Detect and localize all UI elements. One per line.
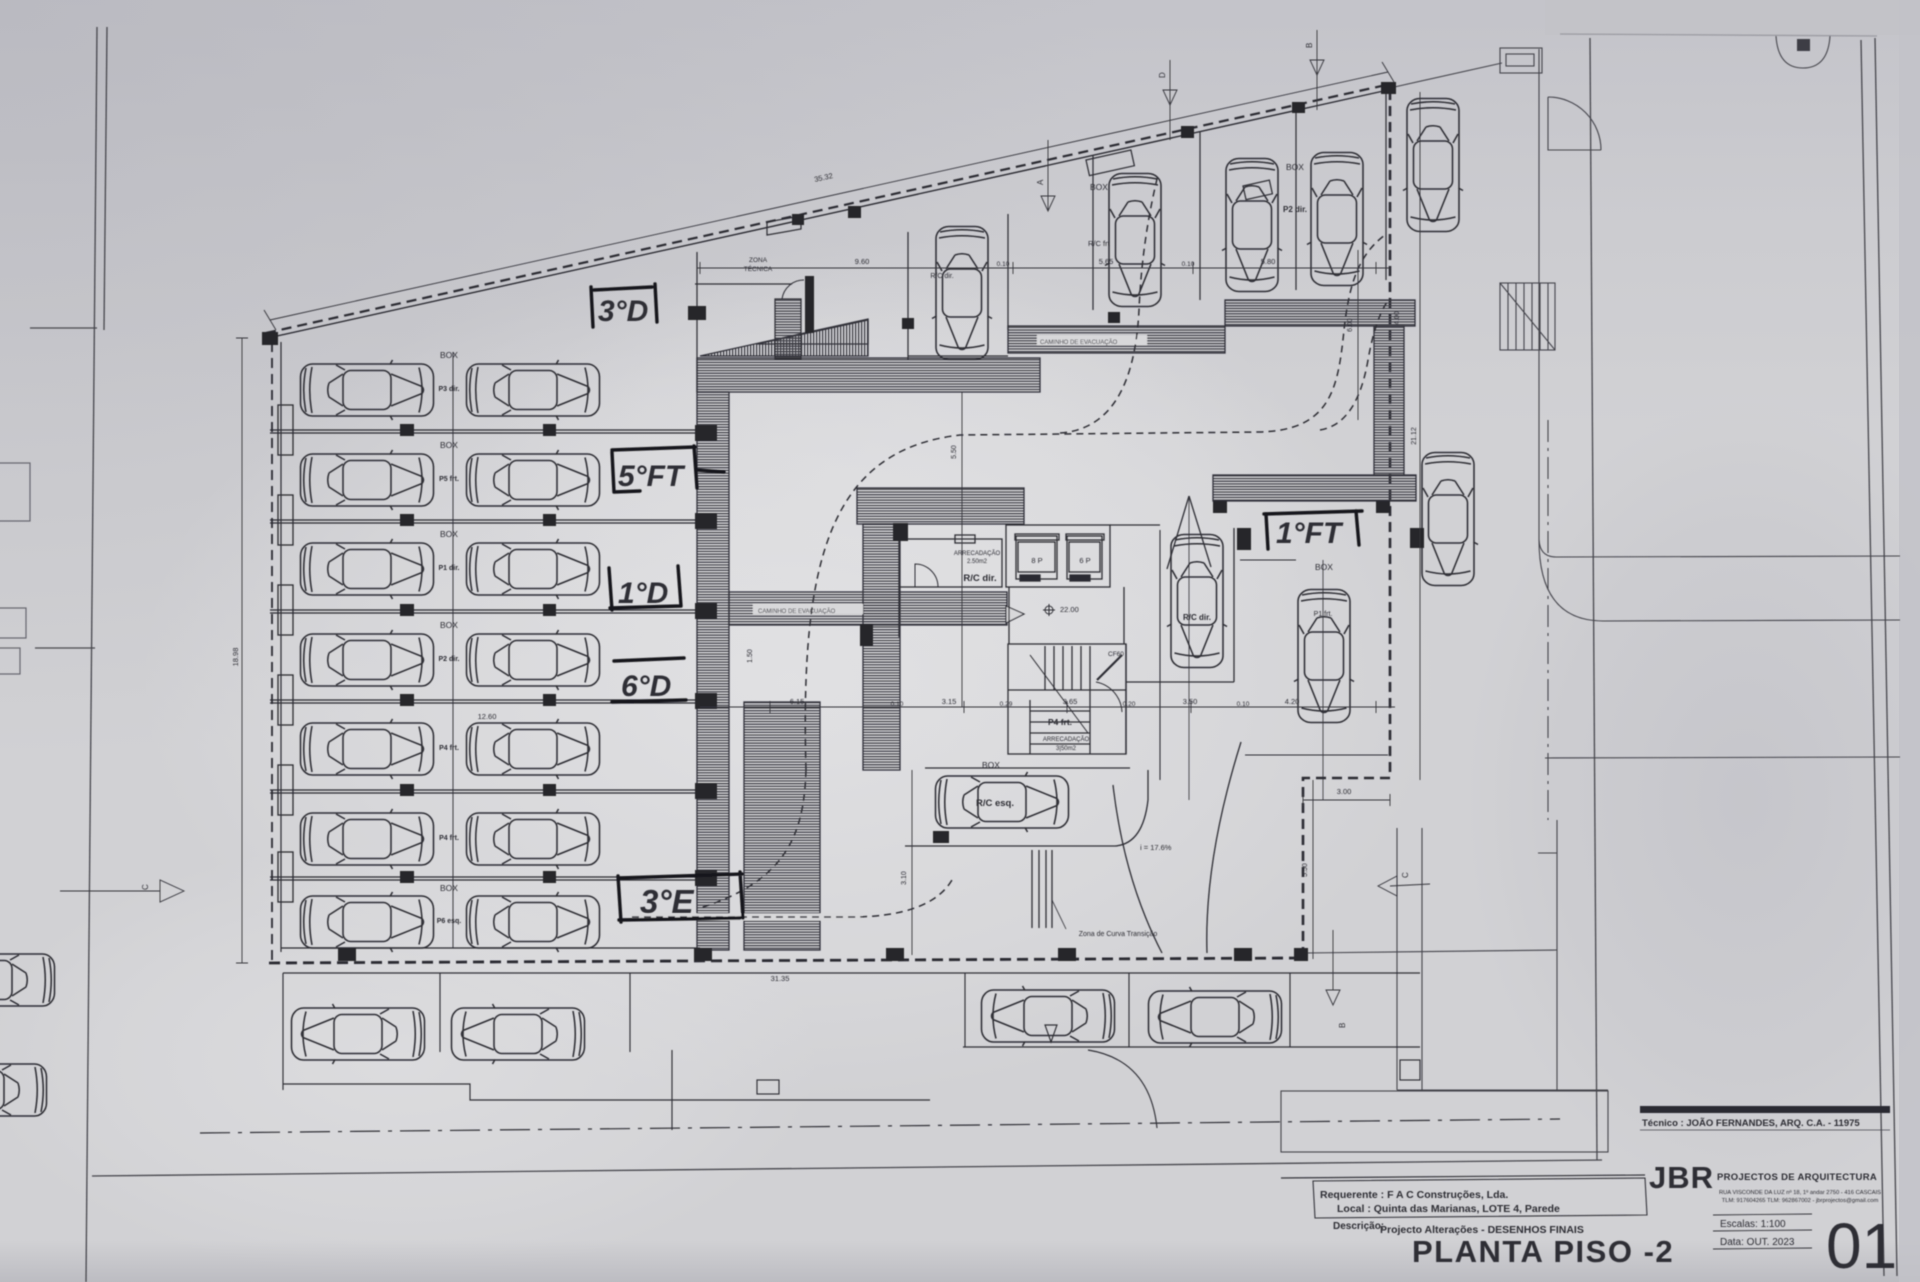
svg-text:BOX: BOX bbox=[440, 883, 458, 893]
svg-text:0.10: 0.10 bbox=[1237, 701, 1250, 708]
svg-text:P2 dir.: P2 dir. bbox=[1283, 205, 1307, 214]
svg-text:P5 frt.: P5 frt. bbox=[439, 476, 459, 483]
svg-text:ARRECADAÇÃO: ARRECADAÇÃO bbox=[1043, 736, 1090, 743]
svg-text:P4 frt.: P4 frt. bbox=[439, 745, 459, 752]
svg-text:5°FT: 5°FT bbox=[618, 460, 686, 493]
svg-text:3.00: 3.00 bbox=[1337, 787, 1352, 796]
svg-text:Data: OUT. 2023: Data: OUT. 2023 bbox=[1720, 1237, 1795, 1248]
svg-text:JBR: JBR bbox=[1649, 1160, 1714, 1195]
svg-text:Técnico : JOÃO FERNANDES, ARQ.: Técnico : JOÃO FERNANDES, ARQ. C.A. - 11… bbox=[1642, 1118, 1860, 1129]
svg-text:3°D: 3°D bbox=[598, 295, 648, 328]
svg-text:3|50m2: 3|50m2 bbox=[1056, 746, 1077, 752]
svg-text:ARRECADAÇÃO: ARRECADAÇÃO bbox=[954, 550, 1001, 557]
svg-text:31.35: 31.35 bbox=[771, 974, 790, 983]
svg-text:4.00: 4.00 bbox=[1394, 311, 1401, 325]
svg-text:BOX: BOX bbox=[440, 440, 458, 450]
svg-text:Zona de Curva Transição: Zona de Curva Transição bbox=[1079, 931, 1158, 938]
svg-text:22.00: 22.00 bbox=[1060, 605, 1079, 614]
svg-text:2.50m2: 2.50m2 bbox=[967, 559, 988, 565]
svg-text:0.29: 0.29 bbox=[1000, 701, 1013, 708]
svg-text:BOX: BOX bbox=[440, 529, 458, 539]
svg-text:B: B bbox=[1338, 1023, 1347, 1028]
svg-text:PLANTA PISO -2: PLANTA PISO -2 bbox=[1412, 1234, 1674, 1269]
svg-text:1°FT: 1°FT bbox=[1276, 517, 1344, 550]
svg-text:RUA VISCONDE DA LUZ nº 18, 1º: RUA VISCONDE DA LUZ nº 18, 1º andar 2750… bbox=[1719, 1189, 1881, 1196]
svg-text:3.50: 3.50 bbox=[1183, 697, 1198, 706]
svg-text:i = 17.6%: i = 17.6% bbox=[1140, 843, 1172, 852]
svg-text:TÉCNICA: TÉCNICA bbox=[744, 264, 773, 273]
svg-text:CF60: CF60 bbox=[1108, 651, 1124, 658]
svg-text:BOX: BOX bbox=[1090, 182, 1108, 192]
svg-text:5.65: 5.65 bbox=[1099, 257, 1114, 266]
svg-text:ZONA: ZONA bbox=[749, 257, 768, 264]
svg-text:TLM: 917604265 TLM: 962867002: TLM: 917604265 TLM: 962867002 - jbrproje… bbox=[1722, 1198, 1879, 1204]
svg-text:21.12: 21.12 bbox=[1411, 427, 1418, 445]
svg-text:9.60: 9.60 bbox=[855, 257, 870, 266]
svg-text:1°D: 1°D bbox=[618, 577, 668, 610]
svg-text:P1 dir.: P1 dir. bbox=[438, 565, 459, 572]
svg-text:P2 dir.: P2 dir. bbox=[438, 656, 459, 663]
svg-text:Projecto Alterações - DESENHOS: Projecto Alterações - DESENHOS FINAIS bbox=[1380, 1224, 1584, 1236]
svg-text:6°D: 6°D bbox=[621, 670, 671, 703]
svg-text:6.00: 6.00 bbox=[1347, 318, 1354, 332]
svg-text:0.20: 0.20 bbox=[1123, 701, 1136, 708]
svg-text:PROJECTOS DE ARQUITECTURA: PROJECTOS DE ARQUITECTURA bbox=[1717, 1172, 1877, 1183]
svg-text:12.60: 12.60 bbox=[478, 712, 497, 721]
svg-text:C: C bbox=[141, 884, 150, 890]
svg-text:3.15: 3.15 bbox=[942, 697, 957, 706]
svg-text:0.10: 0.10 bbox=[997, 261, 1010, 268]
svg-text:C: C bbox=[1401, 872, 1410, 878]
svg-text:R/C frt: R/C frt bbox=[1088, 239, 1111, 248]
svg-text:P3 dir.: P3 dir. bbox=[438, 386, 459, 393]
svg-text:R/C dir.: R/C dir. bbox=[1183, 613, 1211, 622]
svg-text:D: D bbox=[1158, 72, 1167, 78]
svg-text:Escalas: 1:100: Escalas: 1:100 bbox=[1720, 1219, 1786, 1230]
svg-text:6.15: 6.15 bbox=[790, 697, 805, 706]
svg-text:5.50: 5.50 bbox=[1302, 863, 1309, 877]
svg-text:6 P: 6 P bbox=[1079, 556, 1090, 565]
svg-text:BOX: BOX bbox=[982, 760, 1000, 770]
svg-text:18.98: 18.98 bbox=[231, 648, 240, 667]
svg-text:BOX: BOX bbox=[1286, 162, 1304, 172]
svg-text:8 P: 8 P bbox=[1031, 556, 1042, 565]
svg-text:R/C dir.: R/C dir. bbox=[963, 573, 996, 584]
svg-text:BOX: BOX bbox=[440, 350, 458, 360]
svg-text:3°E: 3°E bbox=[640, 883, 695, 920]
svg-text:4.20: 4.20 bbox=[1285, 697, 1300, 706]
svg-text:Requerente : F A C Construçõe: Requerente : F A C Construções, Lda. bbox=[1320, 1189, 1508, 1201]
svg-text:BOX: BOX bbox=[440, 620, 458, 630]
svg-text:3.65: 3.65 bbox=[1063, 697, 1078, 706]
svg-text:Descrição:: Descrição: bbox=[1333, 1221, 1384, 1232]
svg-text:P1 frt.: P1 frt. bbox=[1314, 611, 1333, 618]
svg-text:1.50: 1.50 bbox=[747, 649, 754, 663]
svg-text:01: 01 bbox=[1826, 1210, 1897, 1282]
svg-text:BOX: BOX bbox=[1315, 562, 1333, 572]
svg-text:0.10: 0.10 bbox=[891, 701, 904, 708]
svg-text:B: B bbox=[1305, 43, 1314, 48]
svg-text:CAMINHO DE EVACUAÇÃO: CAMINHO DE EVACUAÇÃO bbox=[1040, 339, 1118, 346]
svg-text:R/C esq.: R/C esq. bbox=[976, 798, 1014, 809]
svg-text:P4 frt.: P4 frt. bbox=[1048, 717, 1072, 727]
svg-text:3.10: 3.10 bbox=[901, 871, 908, 885]
svg-text:P4 frt.: P4 frt. bbox=[439, 835, 459, 842]
svg-text:5.50: 5.50 bbox=[951, 445, 958, 459]
svg-text:P6 esq.: P6 esq. bbox=[437, 918, 462, 925]
svg-text:Local : Quinta das Marianas, L: Local : Quinta das Marianas, LOTE 4, Par… bbox=[1337, 1203, 1560, 1215]
svg-text:5.80: 5.80 bbox=[1261, 257, 1276, 266]
svg-text:35.32: 35.32 bbox=[813, 171, 833, 184]
svg-text:0.10: 0.10 bbox=[1182, 261, 1195, 268]
svg-text:R/C dir.: R/C dir. bbox=[930, 273, 953, 280]
svg-text:CAMINHO DE EVACUAÇÃO: CAMINHO DE EVACUAÇÃO bbox=[758, 608, 836, 615]
svg-text:A: A bbox=[1036, 179, 1045, 185]
